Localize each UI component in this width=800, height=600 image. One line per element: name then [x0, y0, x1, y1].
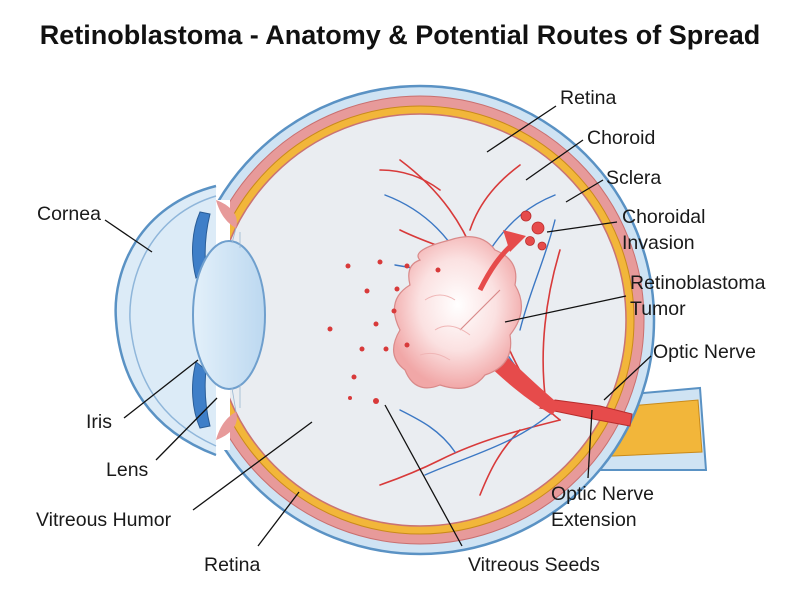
iris-lower — [192, 361, 211, 429]
label-iris: Iris — [86, 411, 112, 433]
lens — [192, 240, 266, 390]
label-retina-top: Retina — [560, 87, 617, 109]
label-sclera: Sclera — [606, 167, 661, 189]
vitreous-seeds — [327, 259, 441, 404]
label-optic-nerve: Optic Nerve — [653, 341, 756, 363]
label-vitreous-seeds: Vitreous Seeds — [468, 554, 600, 576]
label-optic-extension-1: Optic Nerve — [551, 483, 654, 505]
label-tumor-2: Tumor — [630, 298, 686, 320]
anterior-segment — [114, 184, 266, 457]
label-cornea: Cornea — [37, 203, 101, 225]
label-retina-bottom: Retina — [204, 554, 261, 576]
labels: Retina Choroid Sclera Choroidal Invasion… — [36, 87, 766, 576]
label-lens: Lens — [106, 459, 149, 481]
page-title: Retinoblastoma - Anatomy & Potential Rou… — [40, 20, 761, 50]
label-choroidal-invasion-2: Invasion — [622, 232, 695, 254]
choroidal-invasion-nodules — [520, 210, 547, 251]
leader-lines — [104, 105, 652, 547]
label-choroid: Choroid — [587, 127, 655, 149]
label-tumor-1: Retinoblastoma — [630, 272, 766, 294]
cornea — [114, 184, 217, 457]
label-vitreous-humor: Vitreous Humor — [36, 509, 172, 531]
label-choroidal-invasion-1: Choroidal — [622, 206, 705, 228]
label-optic-extension-2: Extension — [551, 509, 637, 531]
retinoblastoma-tumor — [393, 230, 633, 427]
